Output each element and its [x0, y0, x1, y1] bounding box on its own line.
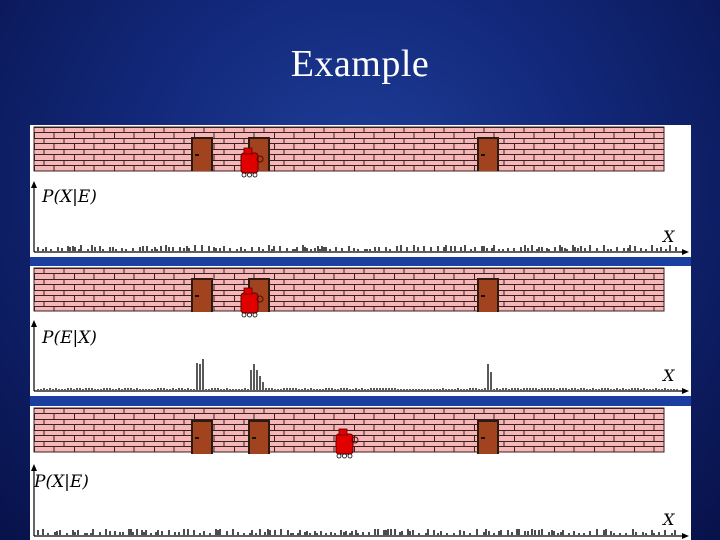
panel-1-drawing — [31, 126, 689, 255]
panel-1-label: P(X|E) — [42, 187, 97, 207]
panel-2-label: P(E|X) — [42, 328, 97, 348]
observation-likelihood — [37, 359, 678, 390]
panel-separator — [30, 396, 691, 406]
door-icon — [477, 420, 499, 454]
door-icon — [191, 278, 213, 312]
panel-3: P(X|E) X — [30, 406, 691, 540]
brick-wall — [33, 267, 665, 312]
panel-3-label: P(X|E) — [34, 472, 89, 492]
panel-1: P(X|E) X — [30, 125, 691, 257]
panel-2-x-label: X — [663, 366, 675, 385]
belief-distribution — [37, 245, 677, 251]
door-icon — [191, 137, 213, 171]
door-icon — [477, 278, 499, 312]
panel-2-drawing — [31, 267, 689, 394]
door-icon — [191, 420, 213, 454]
brick-wall — [33, 126, 665, 172]
door-icon — [477, 137, 499, 171]
door-icon — [248, 420, 270, 454]
panel-2: P(E|X) X — [30, 266, 691, 396]
panel-3-x-label: X — [663, 510, 675, 529]
slide-title: Example — [290, 43, 430, 85]
belief-distribution — [37, 529, 676, 535]
panel-separator — [30, 257, 691, 266]
panel-1-x-label: X — [663, 227, 675, 246]
panel-3-drawing — [31, 407, 689, 539]
